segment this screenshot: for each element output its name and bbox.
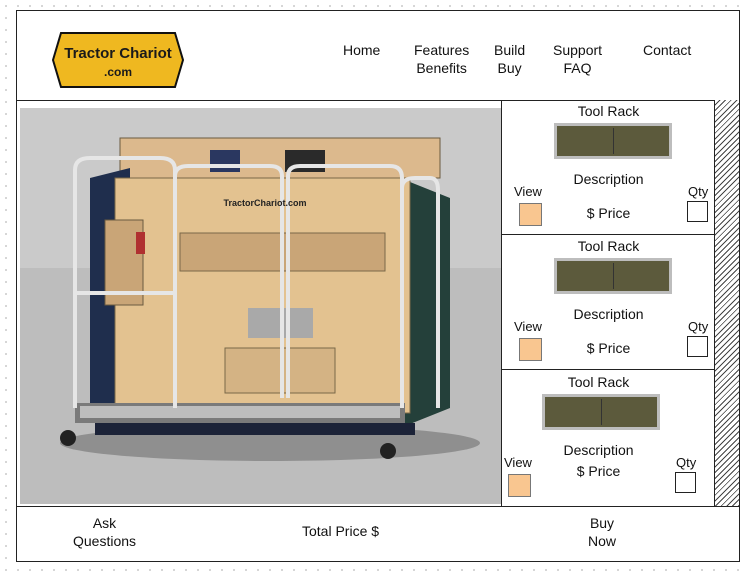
- ask-label: Ask: [92, 515, 117, 531]
- product-card: Tool Rack Description View $ Price Qty: [502, 100, 715, 235]
- product-price: $ Price: [586, 340, 631, 356]
- hero-image: TractorChariot.com: [20, 108, 502, 504]
- questions-label: Questions: [73, 533, 137, 549]
- hero-caption: TractorChariot.com: [223, 198, 306, 208]
- qty-label: Qty: [688, 184, 709, 199]
- logo-line2: .com: [104, 65, 132, 79]
- view-label: View: [514, 184, 542, 199]
- nav-support-label: Support: [553, 42, 603, 58]
- page-frame: Tractor Chariot .com Home Features Benef…: [16, 10, 740, 562]
- qty-input[interactable]: [675, 472, 696, 493]
- nav-contact[interactable]: Contact: [643, 41, 691, 59]
- product-card: Tool Rack Description View $ Price Qty: [502, 235, 715, 370]
- nav-support[interactable]: Support FAQ: [553, 41, 602, 77]
- product-list: Tool Rack Description View $ Price Qty T…: [501, 100, 715, 506]
- nav-home-label: Home: [343, 42, 381, 58]
- total-price-label: Total Price $: [302, 523, 380, 539]
- qty-label: Qty: [688, 319, 709, 334]
- vertical-scrollbar[interactable]: [714, 100, 739, 506]
- qty-input[interactable]: [687, 336, 708, 357]
- nav-faq-label: FAQ: [563, 60, 592, 76]
- nav-benefits-label: Benefits: [416, 60, 467, 76]
- view-button[interactable]: [519, 203, 542, 226]
- product-description: Description: [573, 171, 644, 187]
- product-card: Tool Rack Description View $ Price Qty: [502, 371, 715, 506]
- nav-home[interactable]: Home: [343, 41, 380, 59]
- logo-line1: Tractor Chariot: [64, 45, 172, 62]
- nav-build-label: Build: [494, 42, 526, 58]
- product-thumbnail[interactable]: [554, 258, 672, 294]
- product-description: Description: [573, 306, 644, 322]
- view-label: View: [514, 319, 542, 334]
- nav-contact-label: Contact: [643, 42, 692, 58]
- qty-input[interactable]: [687, 201, 708, 222]
- tractor-chariot-illustration: TractorChariot.com: [20, 108, 502, 504]
- ask-questions-button[interactable]: Ask Questions: [73, 514, 136, 550]
- product-description: Description: [563, 442, 634, 458]
- product-title: Tool Rack: [567, 374, 630, 390]
- product-price: $ Price: [576, 463, 621, 479]
- view-button[interactable]: [508, 474, 531, 497]
- nav-buy-label: Buy: [497, 60, 522, 76]
- buy-label: Buy: [589, 515, 615, 531]
- buy-now-button[interactable]: Buy Now: [588, 514, 616, 550]
- product-thumbnail[interactable]: [554, 123, 672, 159]
- view-button[interactable]: [519, 338, 542, 361]
- product-title: Tool Rack: [577, 103, 640, 119]
- nav-features-label: Features: [414, 42, 470, 58]
- logo[interactable]: Tractor Chariot .com: [51, 29, 185, 91]
- qty-label: Qty: [676, 455, 697, 470]
- product-price: $ Price: [586, 205, 631, 221]
- product-thumbnail[interactable]: [542, 394, 660, 430]
- header: Tractor Chariot .com Home Features Benef…: [17, 11, 739, 101]
- nav-features[interactable]: Features Benefits: [414, 41, 469, 77]
- nav-build[interactable]: Build Buy: [494, 41, 525, 77]
- footer: Ask Questions Total Price $ Buy Now: [17, 506, 739, 562]
- product-title: Tool Rack: [577, 238, 640, 254]
- logo-badge-icon: Tractor Chariot .com: [51, 32, 185, 88]
- view-label: View: [504, 455, 532, 470]
- now-label: Now: [588, 533, 617, 549]
